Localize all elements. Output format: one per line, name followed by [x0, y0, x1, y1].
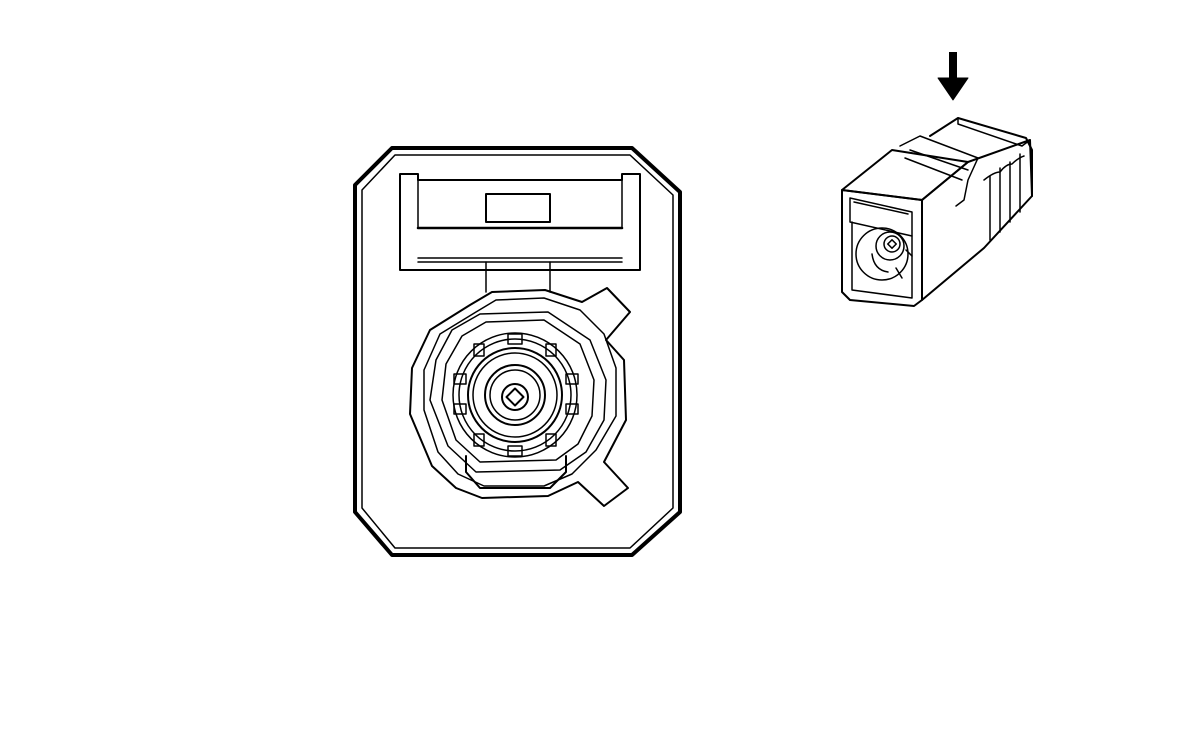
center-pin — [501, 383, 529, 411]
latch-window — [485, 193, 551, 223]
latch-band — [899, 135, 979, 207]
barrel-skirt — [465, 455, 567, 489]
housing-outline — [353, 146, 682, 557]
arrow-down-icon — [937, 52, 969, 101]
front-face — [841, 189, 923, 307]
connector-isometric-view — [841, 117, 1033, 307]
barrel-rings — [429, 311, 607, 473]
front-coax-port — [855, 227, 913, 281]
side-ribs — [983, 153, 1025, 241]
side-body — [921, 139, 1033, 301]
connector-face-view — [353, 146, 682, 557]
rear-block — [929, 117, 1033, 197]
housing-inner-outline — [361, 154, 674, 549]
latch-area — [399, 173, 641, 293]
keying-collar — [409, 287, 631, 507]
keying-collar-inner — [423, 297, 617, 487]
contact-teeth — [453, 333, 579, 457]
